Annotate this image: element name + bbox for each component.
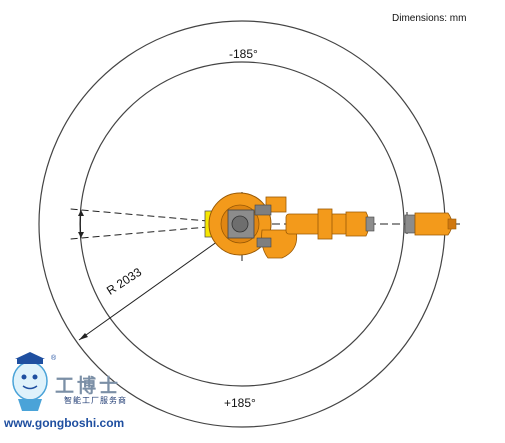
mascot-logo	[12, 352, 48, 411]
motor-lower	[256, 237, 272, 248]
upper-arm	[285, 213, 349, 235]
radius-dimension-line	[78, 223, 243, 341]
watermark-brand-name: 工博士	[55, 376, 122, 397]
angle-limit-top: -185°	[229, 47, 258, 61]
tool-flange	[404, 214, 416, 234]
motor-upper	[254, 204, 272, 216]
arc-arrow-bottom	[78, 232, 84, 238]
watermark-registered-mark: ®	[51, 355, 57, 362]
tool-body	[414, 212, 453, 236]
arc-arrow-top	[78, 210, 84, 216]
angle-limit-bottom: +185°	[224, 396, 256, 410]
watermark-url[interactable]: www.gongboshi.com	[4, 416, 125, 430]
robot-top-view	[204, 192, 457, 259]
tool-tip	[447, 218, 457, 230]
dimension-units-note: Dimensions: mm	[392, 13, 467, 24]
watermark-tagline: 智能工厂服务商	[64, 396, 127, 405]
forearm	[345, 211, 370, 237]
radius-arrowhead	[79, 333, 88, 340]
wrist	[365, 216, 375, 232]
forearm-joint	[317, 208, 333, 240]
rotation-joint	[231, 215, 249, 233]
